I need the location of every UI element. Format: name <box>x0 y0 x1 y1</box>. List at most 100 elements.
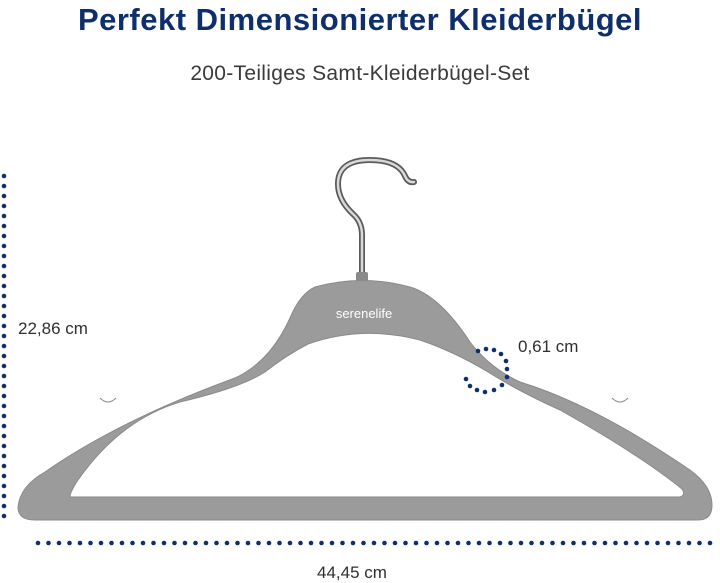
dimension-dot <box>476 540 482 546</box>
dimension-dot <box>1 483 7 489</box>
dimension-dot <box>361 540 366 546</box>
dimension-dot <box>504 374 510 380</box>
dimension-dot <box>665 540 671 546</box>
dimension-dot <box>67 540 72 546</box>
dimension-dot <box>529 540 534 546</box>
dimension-dot <box>277 540 282 546</box>
dimension-dot <box>1 313 7 319</box>
dimension-dot <box>403 540 408 546</box>
dimension-dot <box>1 253 7 259</box>
height-label: 22,86 cm <box>18 319 88 338</box>
dimension-dot <box>707 540 713 546</box>
dimension-dot <box>214 540 219 546</box>
dimension-dot <box>483 346 489 352</box>
dimension-dot <box>298 540 303 546</box>
dimension-dot <box>182 540 188 546</box>
dimension-dot <box>1 243 7 249</box>
dimension-dot <box>1 403 7 409</box>
dimension-dot <box>518 540 524 546</box>
dimension-dot <box>1 333 7 339</box>
dimension-dot <box>503 358 509 364</box>
dimension-dot <box>1 493 7 499</box>
dimension-dot <box>634 540 639 546</box>
dimension-dot <box>193 540 198 546</box>
dimension-dot <box>382 540 387 546</box>
dimension-dot <box>1 283 7 289</box>
dimension-dot <box>308 540 314 546</box>
brand-logo: serenelife <box>336 306 392 321</box>
page-title: Perfekt Dimensionierter Kleiderbügel <box>77 2 643 37</box>
dimension-dot <box>1 273 7 279</box>
dimension-dot <box>592 540 597 546</box>
dimension-dot <box>697 540 702 546</box>
dimension-dot <box>88 540 93 546</box>
dimension-dot <box>1 423 7 429</box>
dimension-dot <box>686 540 692 546</box>
dimension-dot <box>467 383 473 389</box>
dimension-dot <box>172 540 177 546</box>
dimension-dot <box>1 223 7 229</box>
dimension-dot <box>1 513 7 519</box>
dimension-dot <box>1 473 7 479</box>
dimension-dot <box>475 348 481 354</box>
dimension-dot <box>644 540 650 546</box>
dimension-dot <box>46 540 51 546</box>
dimension-dot <box>392 540 398 546</box>
dimension-dot <box>1 193 7 199</box>
dimension-dot <box>497 540 503 546</box>
dimension-dot <box>1 323 7 329</box>
dimension-dot <box>1 413 7 419</box>
dimension-dot <box>499 382 505 388</box>
dimension-dot <box>130 540 135 546</box>
dimension-dot <box>1 443 7 449</box>
dimension-dot <box>1 363 7 369</box>
dimension-dot <box>571 540 576 546</box>
dimension-dot <box>319 540 324 546</box>
dimension-dot <box>140 540 146 546</box>
dimension-dot <box>463 376 469 382</box>
dimension-dot <box>487 540 492 546</box>
dimension-dot <box>581 540 587 546</box>
dimension-dot <box>445 540 450 546</box>
dimension-dot <box>1 393 7 399</box>
dimension-dot <box>287 540 293 546</box>
width-dimension-dots <box>35 540 713 546</box>
dimension-dot <box>235 540 240 546</box>
hanger-body: serenelife <box>17 280 713 521</box>
dimension-dot <box>602 540 608 546</box>
dimension-dot <box>550 540 555 546</box>
dimension-dot <box>266 540 272 546</box>
dimension-dot <box>491 347 497 353</box>
dimension-dot <box>1 503 7 509</box>
dimension-dot <box>245 540 251 546</box>
dimension-dot <box>1 173 7 179</box>
dimension-dot <box>1 203 7 209</box>
dimension-dot <box>1 303 7 309</box>
dimension-dot <box>329 540 335 546</box>
dimension-dot <box>413 540 419 546</box>
dimension-dot <box>256 540 261 546</box>
dimension-dot <box>1 213 7 219</box>
page-subtitle: 200-Teiliges Samt-Kleiderbügel-Set <box>190 62 530 85</box>
dimension-dot <box>161 540 167 546</box>
height-dimension-dots <box>1 173 7 519</box>
dimension-dot <box>35 540 41 546</box>
dimension-dot <box>498 351 504 357</box>
dimension-dot <box>151 540 156 546</box>
dimension-dot <box>1 353 7 359</box>
dimension-dot <box>1 233 7 239</box>
dimension-dot <box>1 263 7 269</box>
dimension-dot <box>623 540 629 546</box>
dimension-dot <box>371 540 377 546</box>
dimension-dot <box>1 343 7 349</box>
dimension-dot <box>340 540 345 546</box>
dimension-dot <box>1 183 7 189</box>
dimension-dot <box>466 540 471 546</box>
dimension-dot <box>350 540 356 546</box>
dimension-dot <box>56 540 62 546</box>
thickness-label: 0,61 cm <box>518 337 579 356</box>
dimension-dot <box>1 373 7 379</box>
dimension-dot <box>119 540 125 546</box>
dimension-dot <box>474 387 480 393</box>
